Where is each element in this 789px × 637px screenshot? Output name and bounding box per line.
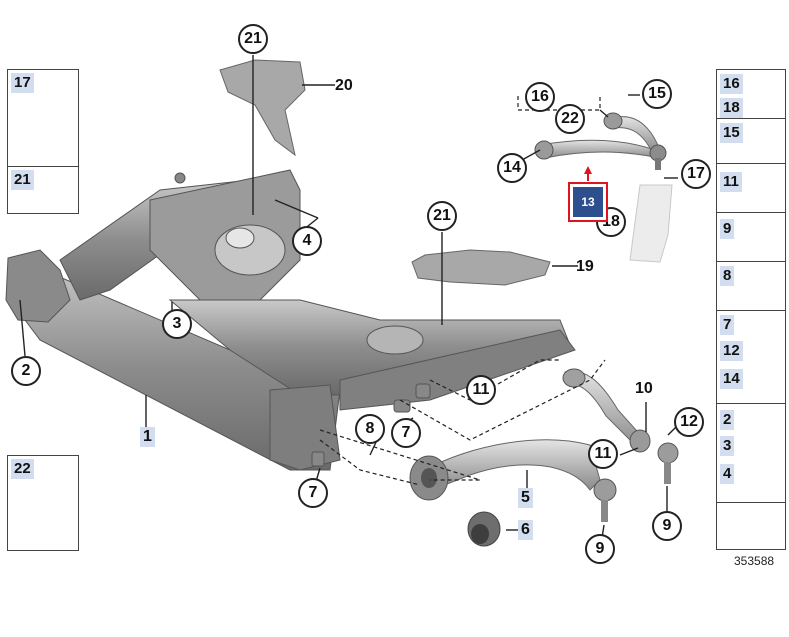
right-box-arrow [716, 502, 786, 550]
part-13-highlight[interactable]: 13 [568, 182, 608, 222]
callout-8: 8 [355, 414, 385, 444]
right-box-16-label: 16 [720, 74, 743, 94]
callout-11-b: 11 [588, 439, 618, 469]
right-box-14-label: 14 [720, 369, 743, 389]
left-box-22-label: 22 [11, 459, 34, 479]
label-10: 10 [635, 380, 653, 397]
right-box-9: 9 [716, 212, 786, 262]
tag-1: 1 [140, 427, 155, 447]
part-13-label: 13 [573, 187, 603, 217]
bushing-7 [393, 399, 411, 413]
callout-2: 2 [11, 356, 41, 386]
callout-21-top: 21 [238, 24, 268, 54]
left-box-21: 21 [7, 166, 79, 214]
callout-15: 15 [642, 79, 672, 109]
right-box-7-12-14: 7 12 14 [716, 310, 786, 404]
heat-shield-20 [219, 59, 306, 157]
callout-14: 14 [497, 153, 527, 183]
right-box-16-18: 16 18 [716, 69, 786, 119]
protective-cap [629, 184, 673, 263]
left-box-17-label: 17 [11, 73, 34, 93]
callout-17: 17 [681, 159, 711, 189]
label-19: 19 [576, 258, 594, 275]
callout-3: 3 [162, 309, 192, 339]
subframe [5, 169, 576, 471]
callout-9-a: 9 [652, 511, 682, 541]
right-box-2-3-4: 2 3 4 [716, 403, 786, 503]
callout-21-mid: 21 [427, 201, 457, 231]
callout-7-a: 7 [391, 418, 421, 448]
left-box-17: 17 [7, 69, 79, 167]
right-box-7-label: 7 [720, 315, 735, 335]
right-box-11: 11 [716, 163, 786, 213]
label-20: 20 [335, 77, 353, 94]
wishbone [562, 368, 679, 484]
right-box-15: 15 [716, 118, 786, 164]
dashed-leaders [319, 96, 606, 486]
rubber-mount [467, 511, 501, 547]
right-box-4-label: 4 [720, 464, 735, 484]
diagram-number: 353588 [734, 554, 775, 568]
right-box-11-label: 11 [720, 172, 742, 192]
bushing-11 [415, 383, 431, 399]
callout-7-b: 7 [298, 478, 328, 508]
callout-22: 22 [555, 104, 585, 134]
left-box-22: 22 [7, 455, 79, 551]
leader-lines [19, 55, 679, 539]
heat-shield-19 [411, 249, 551, 286]
right-box-8: 8 [716, 261, 786, 311]
upper-control-arm [534, 112, 667, 170]
tag-6: 6 [518, 520, 533, 540]
control-arm [409, 439, 617, 522]
left-box-21-label: 21 [11, 170, 34, 190]
callout-12: 12 [674, 407, 704, 437]
callout-9-b: 9 [585, 534, 615, 564]
bushing-7b [311, 451, 325, 467]
callout-11-a: 11 [466, 375, 496, 405]
right-box-12-label: 12 [720, 341, 743, 361]
right-box-8-label: 8 [720, 266, 735, 286]
right-box-2-label: 2 [720, 410, 735, 430]
right-box-18-label: 18 [720, 98, 743, 118]
tag-5: 5 [518, 488, 533, 508]
right-box-9-label: 9 [720, 219, 735, 239]
callout-16: 16 [525, 82, 555, 112]
right-box-15-label: 15 [720, 123, 743, 143]
right-box-3-label: 3 [720, 436, 735, 456]
callout-4: 4 [292, 226, 322, 256]
